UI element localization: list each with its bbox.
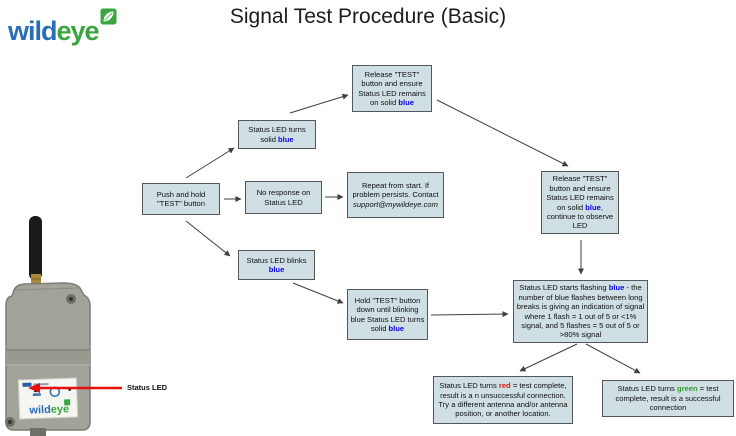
flow-box-text: Status LED starts flashing blue - the nu…: [516, 283, 645, 340]
flow-box-text: Release "TEST" button and ensure Status …: [546, 174, 614, 231]
flow-box-text: Push and hold "TEST" button: [156, 189, 206, 208]
flow-box-red-result: Status LED turns red = test complete, re…: [433, 376, 573, 424]
flow-box-no-response: No response on Status LED: [245, 181, 322, 214]
flow-box-text: Hold "TEST" button down until blinking b…: [350, 295, 425, 333]
logo-text-wild: wild: [8, 16, 57, 46]
flow-box-text: Release "TEST" button and ensure Status …: [358, 69, 426, 107]
arrow-solidblue-to-releasetop: [289, 93, 349, 114]
wildeye-logo: wild eye: [8, 8, 117, 46]
arrow-push-to-solidblue: [185, 147, 235, 179]
status-led-callout-arrow: [28, 383, 122, 393]
device-label: wildeye: [17, 377, 79, 420]
arrow-blinks-to-holdtest: [292, 282, 344, 304]
flow-box-hold-test: Hold "TEST" button down until blinking b…: [347, 289, 428, 340]
device-antenna: [29, 216, 42, 280]
arrow-releasetop-to-observe: [436, 99, 569, 167]
label-mini-logo: wildeye: [28, 403, 69, 416]
flow-box-text: Status LED turns solid blue: [248, 125, 306, 144]
flow-box-green-result: Status LED turns green = test complete, …: [602, 380, 734, 417]
flow-box-release-observe: Release "TEST" button and ensure Status …: [541, 171, 619, 234]
flow-box-text: Status LED turns red = test complete, re…: [438, 381, 568, 419]
flow-box-push-hold: Push and hold "TEST" button: [142, 183, 220, 215]
flow-box-flashing-signal: Status LED starts flashing blue - the nu…: [513, 280, 648, 343]
status-led-label: Status LED: [127, 383, 168, 392]
device-photo: wildeye: [5, 216, 122, 436]
arrow-flashing-to-green: [585, 343, 641, 374]
flow-box-release-top: Release "TEST" button and ensure Status …: [352, 65, 432, 112]
arrow-push-to-blinks: [185, 220, 231, 257]
flow-box-text: Status LED turns green = test complete, …: [615, 384, 721, 413]
device-stand: [30, 428, 46, 436]
flow-box-repeat-contact: Repeat from start. If problem persists. …: [347, 172, 444, 218]
logo-text-eye: eye: [56, 16, 100, 46]
flow-box-led-blinks: Status LED blinks blue: [238, 250, 315, 280]
antenna-connector: [31, 274, 41, 289]
leaf-icon: [100, 8, 117, 25]
arrow-flashing-to-red: [519, 343, 578, 372]
arrow-holdtest-to-flashing: [430, 311, 509, 318]
flow-box-text: Repeat from start. If problem persists. …: [352, 180, 439, 209]
device-flap: [6, 350, 90, 365]
flow-box-led-solid-blue: Status LED turns solid blue: [238, 120, 316, 149]
flow-box-text: Status LED blinks blue: [246, 255, 307, 274]
page-title: Signal Test Procedure (Basic): [229, 5, 507, 28]
flow-box-text: No response on Status LED: [256, 188, 311, 207]
